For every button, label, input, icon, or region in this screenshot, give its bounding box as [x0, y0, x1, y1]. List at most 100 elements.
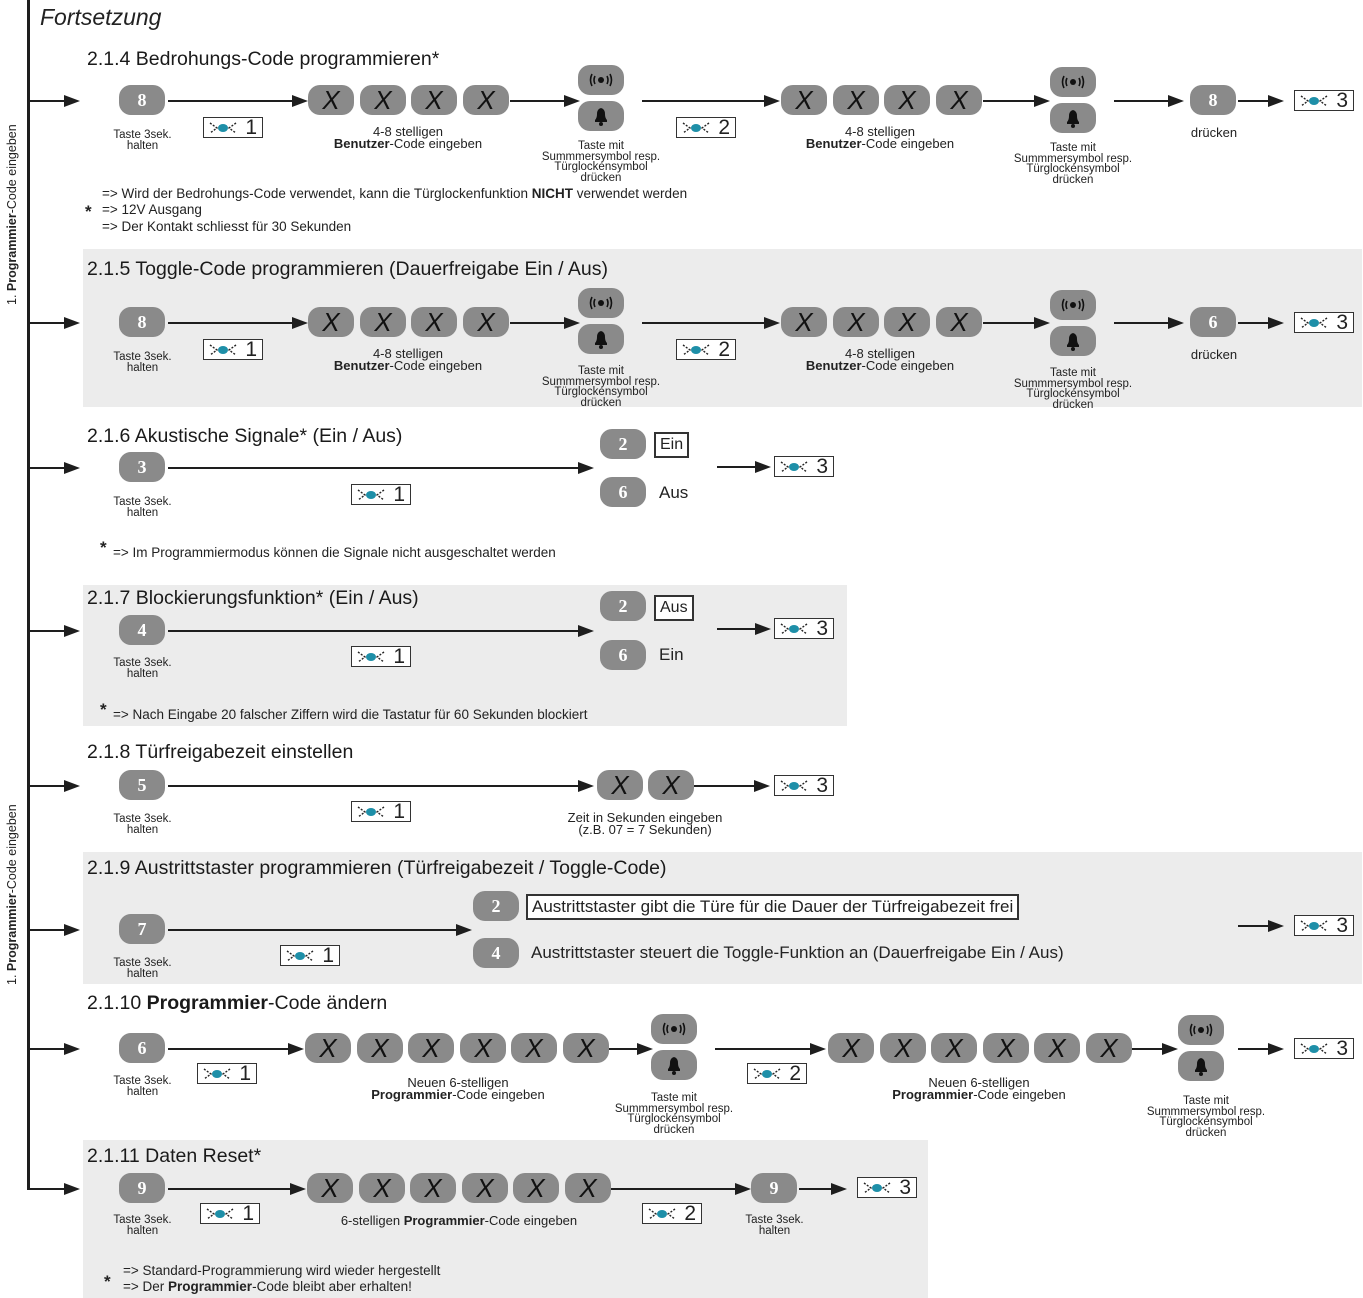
arrow-head — [1268, 95, 1284, 107]
digit-placeholder: X — [648, 770, 694, 800]
led-indicator-3: 3 — [1294, 312, 1354, 333]
led-indicator-1: 1 — [351, 801, 411, 822]
key-button: 7 — [119, 914, 165, 944]
digit-placeholder: X — [781, 85, 827, 115]
key-button: 6 — [600, 640, 646, 670]
digit-placeholder: X — [463, 307, 509, 337]
hold-label: Taste 3sek.halten — [113, 957, 172, 980]
branch-line — [29, 929, 65, 931]
led-indicator-3: 3 — [774, 775, 834, 796]
digit-placeholder: X — [1086, 1033, 1132, 1063]
arrow-line — [642, 100, 766, 102]
note-line: => Standard-Programmierung wird wieder h… — [123, 1263, 441, 1278]
led-indicator-3: 3 — [774, 618, 834, 639]
digit-placeholder: X — [828, 1033, 874, 1063]
digit-placeholder: X — [308, 307, 354, 337]
branch-line — [29, 630, 65, 632]
key-button: 4 — [473, 938, 519, 968]
arrow-head — [637, 1043, 653, 1055]
arrow-line — [168, 100, 294, 102]
section-title-2-1-5: 2.1.5 Toggle-Code programmieren (Dauerfr… — [87, 258, 609, 280]
arrow-head — [578, 625, 594, 637]
note-line: => Der Programmier-Code bleibt aber erha… — [123, 1279, 412, 1294]
arrow-head — [764, 95, 780, 107]
press-label: drücken — [1190, 125, 1238, 140]
digit-placeholder: X — [359, 1173, 405, 1203]
arrow-head — [831, 1183, 847, 1195]
digit-placeholder: X — [880, 1033, 926, 1063]
key-button: 9 — [751, 1173, 797, 1203]
key-button: 2 — [600, 429, 646, 459]
hold-label: Taste 3sek.halten — [113, 351, 172, 374]
arrow-line — [1114, 100, 1170, 102]
arrow-head — [564, 317, 580, 329]
digit-placeholder: X — [357, 1033, 403, 1063]
press-label: drücken — [1190, 347, 1238, 362]
led-indicator-1: 1 — [200, 1203, 260, 1224]
note-line: => Im Programmiermodus können die Signal… — [113, 545, 556, 560]
arrow-line — [168, 322, 294, 324]
digit-placeholder: X — [565, 1173, 611, 1203]
key-button: 8 — [119, 307, 165, 337]
digit-placeholder: X — [983, 1033, 1029, 1063]
note-line: => Nach Eingabe 20 falscher Ziffern wird… — [113, 707, 588, 722]
section-title-2-1-11: 2.1.11 Daten Reset* — [87, 1145, 262, 1167]
digit-placeholder: X — [411, 307, 457, 337]
key-button: 5 — [119, 770, 165, 800]
hold-label: Taste 3sek.halten — [113, 129, 172, 152]
digit-placeholder: X — [513, 1173, 559, 1203]
digit-placeholder: X — [410, 1173, 456, 1203]
arrow-head — [1168, 317, 1184, 329]
arrow-line — [715, 1048, 811, 1050]
arrow-head — [735, 1183, 751, 1195]
arrow-head — [1034, 95, 1050, 107]
key-button: 2 — [473, 891, 519, 921]
arrow-head — [578, 462, 594, 474]
buzzer-button — [1050, 290, 1096, 320]
arrow-head — [64, 1183, 80, 1195]
section-title-2-1-10: 2.1.10 Programmier-Code ändern — [87, 992, 388, 1014]
arrow-head — [764, 317, 780, 329]
led-indicator-3: 3 — [1294, 90, 1354, 111]
branch-line — [29, 785, 65, 787]
arrow-line — [168, 630, 580, 632]
digit-placeholder: X — [884, 307, 930, 337]
arrow-line — [168, 1188, 292, 1190]
sidebar-label-bottom: 1. Programmier-Code eingeben — [5, 804, 19, 985]
arrow-line — [694, 785, 756, 787]
arrow-line — [717, 628, 757, 630]
arrow-head — [64, 1043, 80, 1055]
arrow-head — [64, 924, 80, 936]
arrow-line — [717, 466, 757, 468]
arrow-line — [983, 322, 1035, 324]
buzzer-button — [578, 65, 624, 95]
arrow-head — [64, 462, 80, 474]
branch-line — [29, 1048, 65, 1050]
programmer-code-label: 6-stelligen Programmier-Code eingeben — [340, 1213, 578, 1228]
key-button: 3 — [119, 452, 165, 482]
note-line: => 12V Ausgang — [102, 202, 202, 217]
led-indicator-3: 3 — [1294, 915, 1354, 936]
arrow-line — [168, 785, 580, 787]
arrow-line — [168, 467, 580, 469]
key-button: 2 — [600, 591, 646, 621]
section-title-2-1-4: 2.1.4 Bedrohungs-Code programmieren* — [87, 48, 440, 70]
digit-placeholder: X — [463, 85, 509, 115]
key-button: 6 — [1190, 307, 1236, 337]
digit-placeholder: X — [308, 85, 354, 115]
buzzer-button — [651, 1014, 697, 1044]
buzzer-button — [1050, 67, 1096, 97]
arrow-head — [456, 924, 472, 936]
led-indicator-1: 1 — [351, 484, 411, 505]
led-indicator-2: 2 — [642, 1203, 702, 1224]
digit-placeholder: X — [411, 85, 457, 115]
key-button: 6 — [600, 477, 646, 507]
option-label: Aus — [659, 483, 689, 502]
led-indicator-2: 2 — [747, 1063, 807, 1084]
arrow-head — [1268, 317, 1284, 329]
option-label: Austrittstaster steuert die Toggle-Funkt… — [531, 943, 1064, 962]
